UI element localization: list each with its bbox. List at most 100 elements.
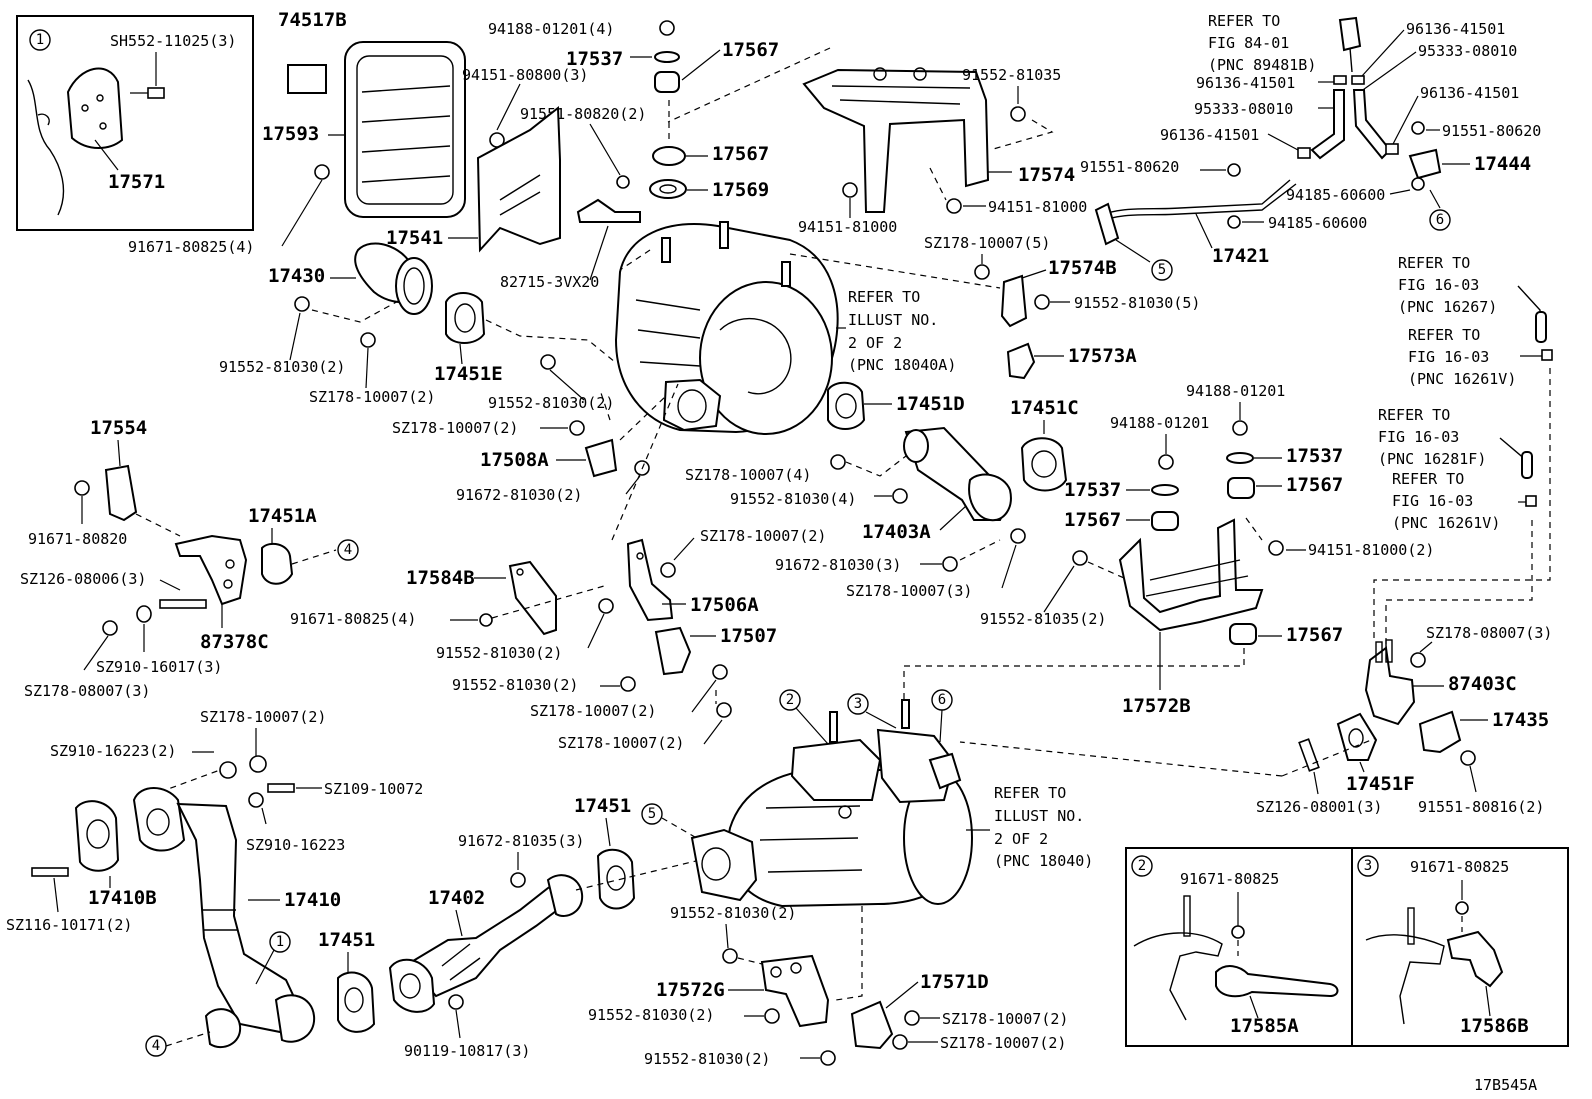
label-17586b: 17586B <box>1460 1015 1529 1037</box>
label-91552-81030-5: 91552-81030(5) <box>1074 294 1200 312</box>
label-91671-80820: 91671-80820 <box>28 530 127 548</box>
label-91552-81030-2c: 91552-81030(2) <box>436 644 562 662</box>
label-sz178-10007-2f: SZ178-10007(2) <box>200 708 326 726</box>
callout-2-inset: 2 <box>1138 858 1146 874</box>
label-91551-80620a: 91551-80620 <box>1442 122 1541 140</box>
note-refer-16261v-b-3: (PNC 16261V) <box>1392 514 1500 532</box>
label-sz116-10171: SZ116-10171(2) <box>6 916 132 934</box>
inset-detail-2-3: 2 91671-80825 17585A 3 91671-80825 17586… <box>1125 847 1569 1047</box>
label-17444: 17444 <box>1474 153 1531 175</box>
callout-2-main: 2 <box>786 692 794 708</box>
label-91552-81030-2g: 91552-81030(2) <box>644 1050 770 1068</box>
label-sz910-16223: SZ910-16223 <box>246 836 345 854</box>
note-refer-illust-top-1: REFER TO <box>848 288 920 306</box>
label-sz109-10072: SZ109-10072 <box>324 780 423 798</box>
far-right-references: REFER TO FIG 16-03 (PNC 16267) REFER TO … <box>1373 254 1553 650</box>
label-91552-81030-2e: 91552-81030(2) <box>670 904 796 922</box>
note-refer-illust-top-2: ILLUST NO. <box>848 311 938 329</box>
callout-5-top: 5 <box>1158 262 1166 278</box>
label-95333-08010a: 95333-08010 <box>1418 42 1517 60</box>
label-sz178-08007-3b: SZ178-08007(3) <box>1426 624 1552 642</box>
label-94151-81000-2: 94151-81000(2) <box>1308 541 1434 559</box>
callout-6-main: 6 <box>938 692 946 708</box>
label-sz178-10007-5: SZ178-10007(5) <box>924 234 1050 252</box>
note-refer-16261v-b-2: FIG 16-03 <box>1392 492 1473 510</box>
label-sz178-10007-2d: SZ178-10007(2) <box>530 702 656 720</box>
bracket-17574: 91552-81035 17574 94151-81000 94151-8100… <box>789 66 1200 380</box>
pipe-17403a-group: 17451D 17451C SZ178-10007(4) 91552-81030… <box>685 381 1079 600</box>
note-refer-16281f-3: (PNC 16281F) <box>1378 450 1486 468</box>
callout-1-pipe: 1 <box>276 934 284 950</box>
label-17593: 17593 <box>262 123 319 145</box>
label-17572g: 17572G <box>656 979 725 1001</box>
dpf-top-hardware: 91552-81030(2) SZ178-10007(2) 17508A 916… <box>392 354 667 504</box>
label-95333-08010b: 95333-08010 <box>1194 100 1293 118</box>
callout-4-pipe: 4 <box>152 1038 160 1054</box>
right-bracket-group: SZ178-08007(3) 87403C 17435 91551-80816(… <box>959 624 1552 816</box>
label-17410: 17410 <box>284 889 341 911</box>
bracket-17541: 17541 82715-3VX20 <box>386 106 641 291</box>
label-17435: 17435 <box>1492 709 1549 731</box>
left-mid-bracket-group: 17554 91671-80820 17451A 4 SZ126-08006(3… <box>20 417 359 700</box>
label-87378c: 87378C <box>200 631 269 653</box>
label-91672-81030-3: 91672-81030(3) <box>775 556 901 574</box>
lower-center-bracket-group: 91552-81030(2) 17572G 91552-81030(2) 175… <box>588 904 1068 1068</box>
note-refer-illust-top-3: 2 OF 2 <box>848 334 902 352</box>
label-96136-41501b: 96136-41501 <box>1196 74 1295 92</box>
label-17451f: 17451F <box>1346 773 1415 795</box>
note-refer-16267-1: REFER TO <box>1398 254 1470 272</box>
label-sz178-10007-4: SZ178-10007(4) <box>685 466 811 484</box>
pipe-17402-group: 17451 17402 91672-81035(3) 90119-10817(3… <box>318 795 701 1060</box>
callout-1-inset: 1 <box>36 32 44 48</box>
pipe-17430: 17430 91552-81030(2) SZ178-10007(2) 1745… <box>219 242 616 406</box>
label-17508a: 17508A <box>480 449 549 471</box>
label-17506a: 17506A <box>690 594 759 616</box>
callout-3-main: 3 <box>854 696 862 712</box>
note-refer-illust-top-4: (PNC 18040A) <box>848 356 956 374</box>
label-17567c: 17567 <box>1286 474 1343 496</box>
label-17451d: 17451D <box>896 393 965 415</box>
inset-detail-1: 1 SH552-11025(3) 17571 <box>16 15 254 231</box>
figure-code: 17B545A <box>1474 1076 1537 1094</box>
label-sz178-10007-3: SZ178-10007(3) <box>846 582 972 600</box>
label-94188-01201b: 94188-01201 <box>1110 414 1209 432</box>
label-17537c: 17537 <box>1064 479 1121 501</box>
label-91671-80825-i2: 91671-80825 <box>1180 870 1279 888</box>
label-sz178-10007-2g: SZ178-10007(2) <box>942 1010 1068 1028</box>
label-17541: 17541 <box>386 227 443 249</box>
label-17421: 17421 <box>1212 245 1269 267</box>
label-82715: 82715-3VX20 <box>500 273 599 291</box>
note-refer-illust-bottom-4: (PNC 18040) <box>994 852 1093 870</box>
note-refer-16261v-a-3: (PNC 16261V) <box>1408 370 1516 388</box>
sensor-hoses-group: REFER TO FIG 84-01 (PNC 89481B) 96136-41… <box>1080 12 1541 281</box>
note-refer-16261v-a-1: REFER TO <box>1408 326 1480 344</box>
label-74517b: 74517B <box>278 9 347 31</box>
label-sz126-08006: SZ126-08006(3) <box>20 570 146 588</box>
label-17585a: 17585A <box>1230 1015 1299 1037</box>
bracket-17572b-group: 94188-01201 94188-01201 17537 17567 1753… <box>903 382 1434 717</box>
note-refer-16281f-2: FIG 16-03 <box>1378 428 1459 446</box>
label-17569: 17569 <box>712 179 769 201</box>
label-sz910-16223-2: SZ910-16223(2) <box>50 742 176 760</box>
label-90119-10817: 90119-10817(3) <box>404 1042 530 1060</box>
label-94188-01201a: 94188-01201 <box>1186 382 1285 400</box>
label-91671-80825-4b: 91671-80825(4) <box>290 610 416 628</box>
label-91552-81030-2f: 91552-81030(2) <box>588 1006 714 1024</box>
note-refer-illust-bottom-1: REFER TO <box>994 784 1066 802</box>
label-91552-81030-2b: 91552-81030(2) <box>488 394 614 412</box>
top-center-hardware: 94188-01201(4) 17537 17567 94151-80800(3… <box>462 20 779 201</box>
note-refer-84-01-2: FIG 84-01 <box>1208 34 1289 52</box>
label-17573a: 17573A <box>1068 345 1137 367</box>
label-17574: 17574 <box>1018 164 1075 186</box>
label-17430: 17430 <box>268 265 325 287</box>
label-96136-41501a: 96136-41501 <box>1406 20 1505 38</box>
note-refer-84-01-1: REFER TO <box>1208 12 1280 30</box>
label-96136-41501d: 96136-41501 <box>1420 84 1519 102</box>
label-17537a: 17537 <box>566 48 623 70</box>
note-refer-16281f-1: REFER TO <box>1378 406 1450 424</box>
label-91551-80620b: 91551-80620 <box>1080 158 1179 176</box>
label-17451c: 17451C <box>1010 397 1079 419</box>
label-17571d: 17571D <box>920 971 989 993</box>
label-17574b: 17574B <box>1048 257 1117 279</box>
